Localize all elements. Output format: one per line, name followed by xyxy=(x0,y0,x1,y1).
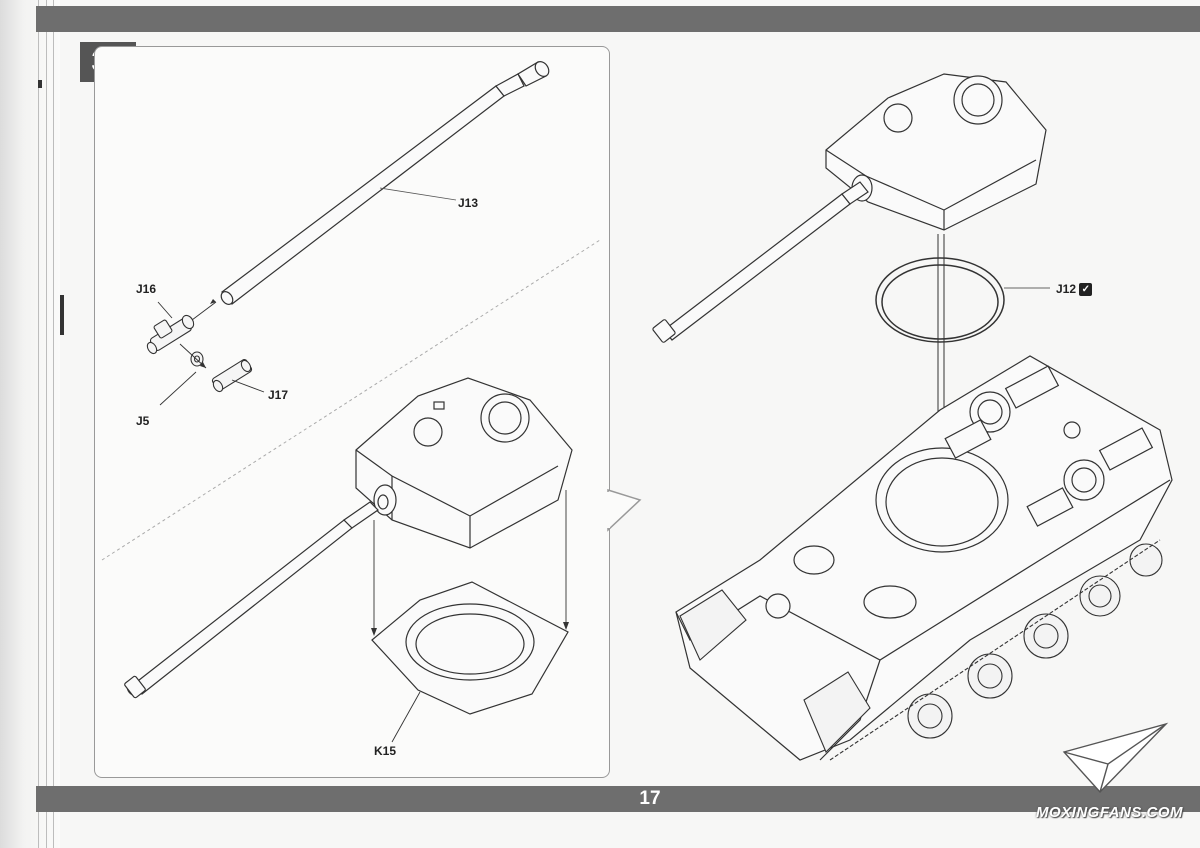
part-label-j5: J5 xyxy=(136,414,150,428)
part-label-k15: K15 xyxy=(374,744,397,758)
watermark-text: MOXINGFANS.COM xyxy=(1036,804,1184,821)
binding-mark xyxy=(38,80,42,88)
binding-mark xyxy=(60,295,64,335)
turret-left-illustration xyxy=(355,377,573,549)
part-label-j13: J13 xyxy=(458,196,479,210)
ring-plate-k15-illustration xyxy=(371,581,569,715)
footer-band xyxy=(36,786,1200,812)
muzzle-brake-j16-illustration xyxy=(146,314,195,355)
turret-ring-j12-illustration xyxy=(875,257,1005,343)
clamp-j17-illustration xyxy=(211,359,253,393)
page-number: 17 xyxy=(639,788,661,809)
header-band xyxy=(36,6,1200,32)
barrel-lower-illustration xyxy=(124,501,379,699)
glue-icon: ✓ xyxy=(1079,283,1093,297)
track-illustration xyxy=(679,539,1163,761)
book-spine xyxy=(0,0,60,848)
part-label-j12-text: J12 xyxy=(1056,282,1077,296)
part-label-j16: J16 xyxy=(136,282,157,296)
tank-hull-illustration xyxy=(675,355,1173,761)
part-label-j17: J17 xyxy=(268,388,289,402)
barrel-j13-illustration xyxy=(220,61,550,305)
part-label-j12: J12 ✓ xyxy=(1056,282,1093,297)
paper-plane-logo xyxy=(1062,722,1169,794)
barrel-right-illustration xyxy=(652,181,869,343)
turret-right-illustration xyxy=(825,73,1047,231)
divider-line xyxy=(101,239,601,561)
